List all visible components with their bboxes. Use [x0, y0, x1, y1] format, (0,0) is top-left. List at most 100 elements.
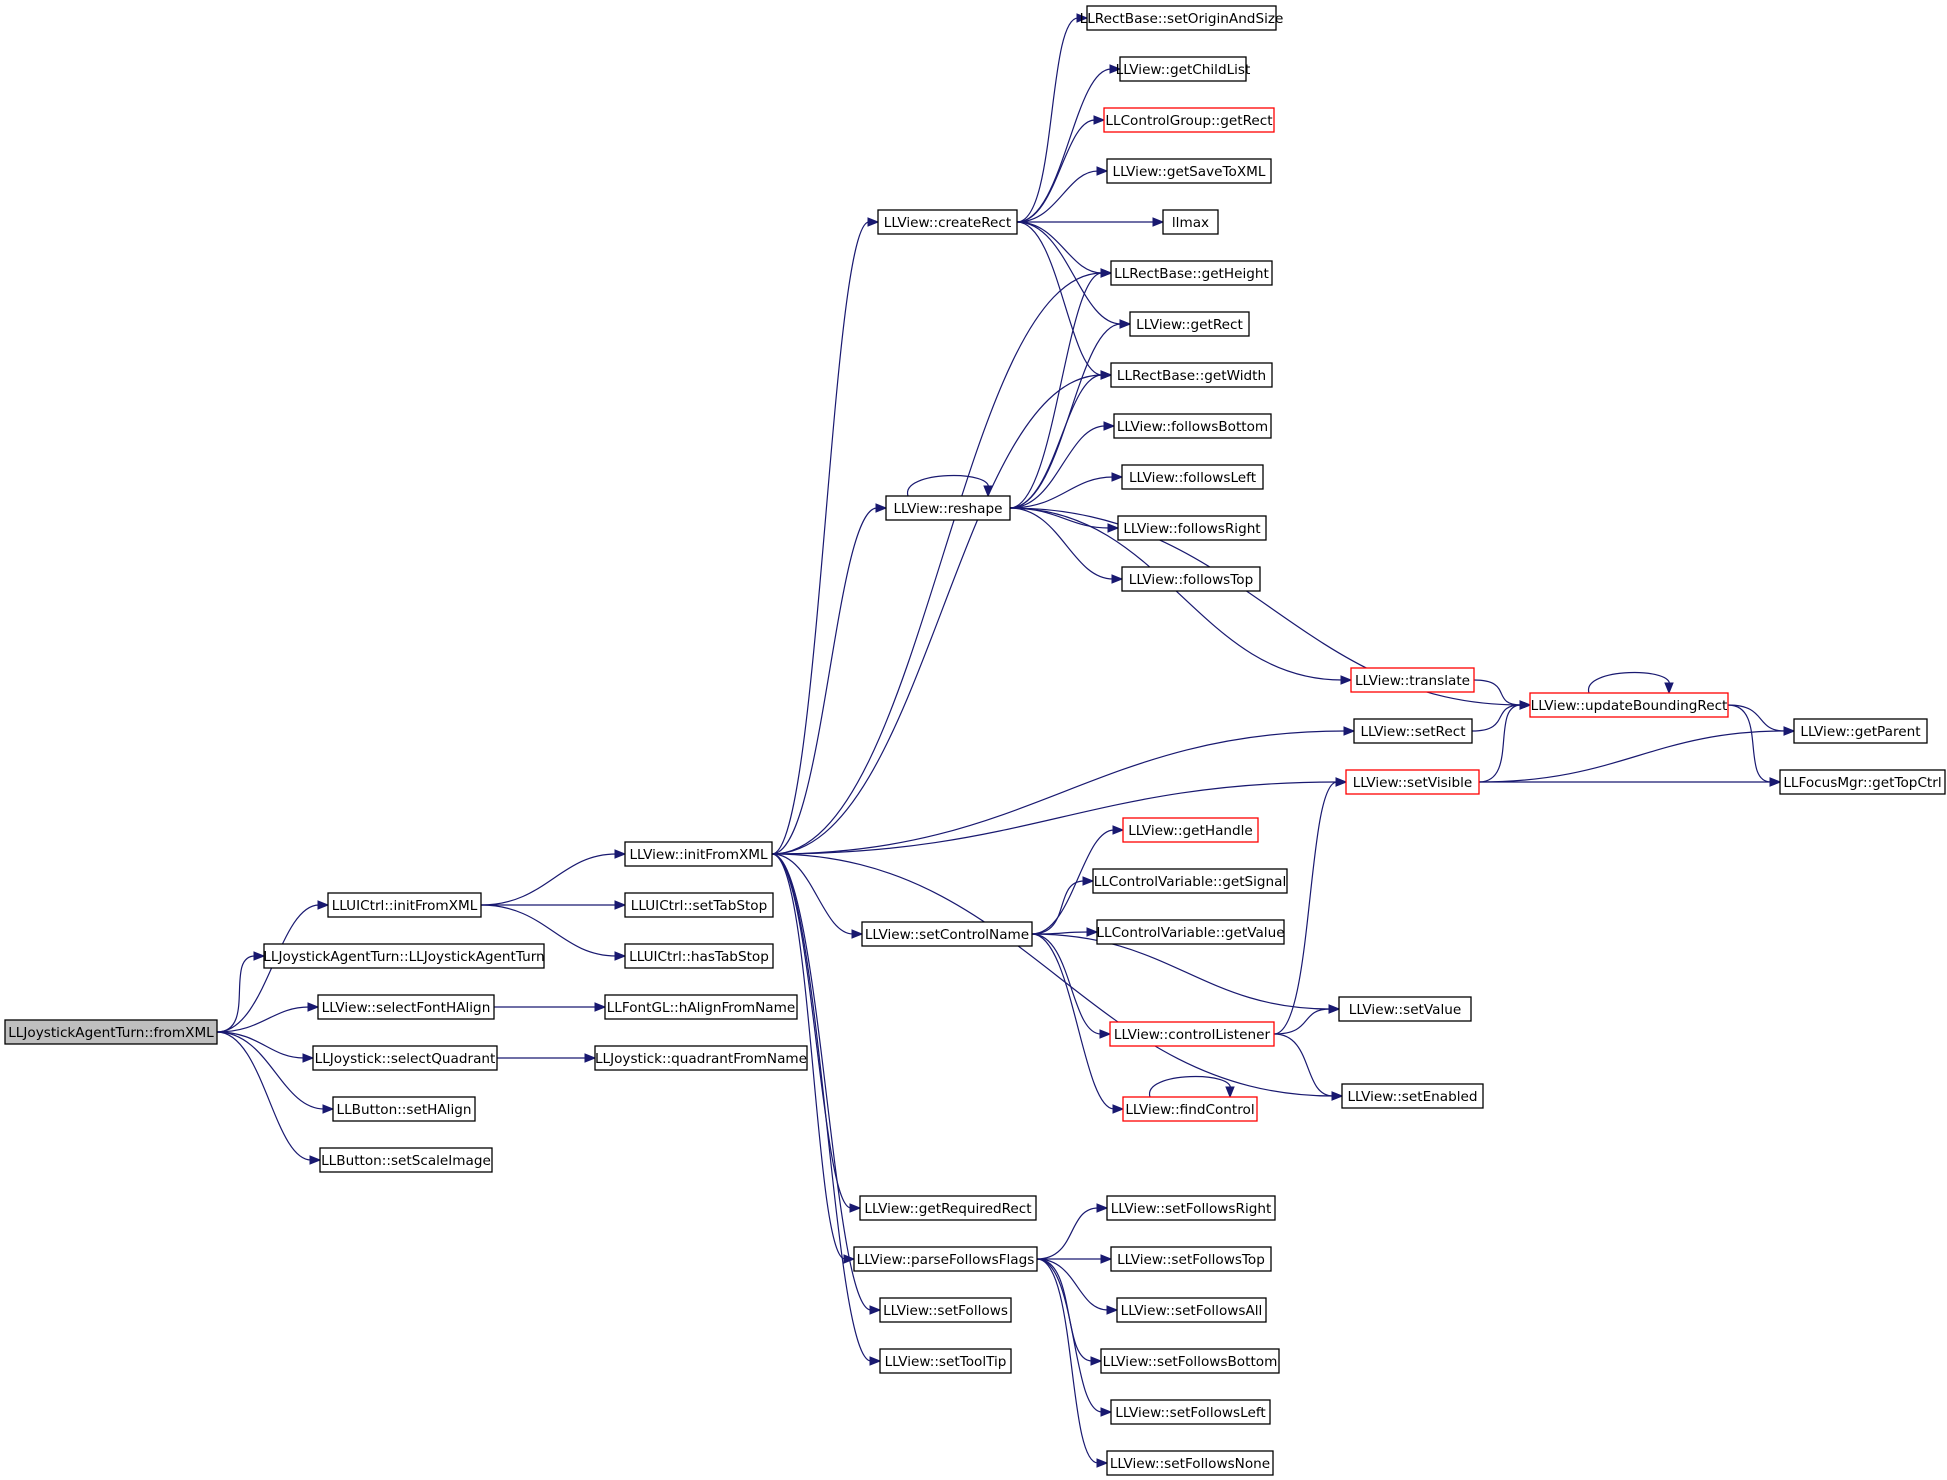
node-setFollowsTop[interactable]: LLView::setFollowsTop [1110, 1246, 1272, 1272]
node-setFollowsRight[interactable]: LLView::setFollowsRight [1106, 1195, 1276, 1221]
edge-line [1016, 221, 1103, 376]
node-label: LLView::followsRight [1123, 521, 1260, 537]
edge-viewInit-to-setVisible [771, 777, 1348, 855]
node-label: llmax [1172, 215, 1209, 231]
node-selFont[interactable]: LLView::selectFontHAlign [317, 994, 495, 1020]
node-setRect[interactable]: LLView::setRect [1353, 718, 1473, 744]
node-getHeight[interactable]: LLRectBase::getHeight [1110, 260, 1273, 286]
node-hasTabStop[interactable]: LLUICtrl::hasTabStop [624, 943, 774, 969]
node-label: LLView::initFromXML [629, 847, 768, 863]
node-ctor[interactable]: LLJoystickAgentTurn::LLJoystickAgentTurn [263, 943, 545, 969]
node-llmax[interactable]: llmax [1162, 209, 1219, 235]
node-label: LLView::setFollowsTop [1117, 1252, 1265, 1268]
edge-line [771, 781, 1338, 855]
node-getHandle[interactable]: LLView::getHandle [1122, 817, 1259, 843]
node-getRect[interactable]: LLView::getRect [1129, 311, 1250, 337]
edge-arrowhead [851, 929, 864, 939]
node-getParent[interactable]: LLView::getParent [1793, 718, 1928, 744]
edge-line [1009, 425, 1106, 509]
edge-viewInit-to-getHeight [771, 268, 1113, 855]
node-setFollows[interactable]: LLView::setFollows [879, 1297, 1012, 1323]
node-reshape[interactable]: LLView::reshape [885, 495, 1011, 521]
node-updateBR[interactable]: LLView::updateBoundingRect [1529, 692, 1729, 718]
node-findControl[interactable]: LLView::findControl [1122, 1096, 1258, 1122]
node-setTabStop[interactable]: LLUICtrl::setTabStop [624, 892, 774, 918]
node-box [317, 994, 495, 1020]
node-getWidth[interactable]: LLRectBase::getWidth [1110, 362, 1273, 388]
node-box [1122, 817, 1259, 843]
node-setScale[interactable]: LLButton::setScaleImage [319, 1147, 493, 1173]
node-ctrlListener[interactable]: LLView::controlListener [1109, 1021, 1275, 1047]
node-label: LLView::followsTop [1129, 572, 1253, 588]
node-setEnabled[interactable]: LLView::setEnabled [1341, 1083, 1484, 1109]
node-getTopCtrl[interactable]: LLFocusMgr::getTopCtrl [1779, 769, 1946, 795]
node-setOrigin[interactable]: LLRectBase::setOriginAndSize [1080, 5, 1284, 31]
node-setValue[interactable]: LLView::setValue [1338, 996, 1472, 1022]
edge-arrowhead [1109, 64, 1122, 74]
edge-line [771, 853, 852, 1209]
edge-arrowhead [1100, 1407, 1113, 1417]
node-setToolTip[interactable]: LLView::setToolTip [879, 1348, 1012, 1374]
node-getSaveToXML[interactable]: LLView::getSaveToXML [1106, 158, 1272, 184]
node-box [1100, 1348, 1280, 1374]
edge-line [1031, 933, 1331, 1010]
edge-line [480, 853, 617, 906]
node-selQuad[interactable]: LLJoystick::selectQuadrant [312, 1045, 498, 1071]
node-fromXML[interactable]: LLJoystickAgentTurn::fromXML [4, 1019, 218, 1045]
node-box [1103, 107, 1275, 133]
edge-arrowhead [1783, 726, 1796, 736]
node-setFollowsAll[interactable]: LLView::setFollowsAll [1116, 1297, 1267, 1323]
node-box [604, 994, 798, 1020]
node-parseFollows[interactable]: LLView::parseFollowsFlags [853, 1246, 1038, 1272]
node-translate[interactable]: LLView::translate [1350, 667, 1475, 693]
node-setVisible[interactable]: LLView::setVisible [1345, 769, 1480, 795]
node-setFollowsLeft[interactable]: LLView::setFollowsLeft [1110, 1399, 1271, 1425]
edge-line [1273, 1008, 1331, 1035]
edge-arrowhead [1096, 166, 1109, 176]
edge-parseFollows-to-setFollowsNone [1036, 1258, 1109, 1468]
node-box [1110, 260, 1273, 286]
node-box [1106, 1450, 1274, 1476]
node-box [861, 921, 1033, 947]
edge-fromXML-to-selFont [216, 1002, 320, 1033]
edge-arrowhead [1112, 1104, 1125, 1114]
node-getReqRect[interactable]: LLView::getRequiredRect [859, 1195, 1037, 1221]
node-followsLeft[interactable]: LLView::followsLeft [1121, 464, 1264, 490]
node-box [879, 1297, 1012, 1323]
node-label: LLView::setRect [1360, 724, 1465, 740]
node-followsRight[interactable]: LLView::followsRight [1117, 515, 1267, 541]
node-getValue[interactable]: LLControlVariable::getValue [1096, 919, 1285, 945]
node-viewInit[interactable]: LLView::initFromXML [624, 841, 773, 867]
node-label: LLJoystick::selectQuadrant [315, 1051, 496, 1067]
node-label: LLView::setControlName [865, 927, 1029, 943]
node-setCtrlName[interactable]: LLView::setControlName [861, 921, 1033, 947]
edge-line [1727, 704, 1786, 732]
node-cgGetRect[interactable]: LLControlGroup::getRect [1103, 107, 1275, 133]
node-label: LLRectBase::getHeight [1114, 266, 1269, 282]
node-uiInit[interactable]: LLUICtrl::initFromXML [327, 892, 482, 918]
node-followsTop[interactable]: LLView::followsTop [1121, 566, 1261, 592]
edge-line [1009, 507, 1522, 706]
node-getChildList[interactable]: LLView::getChildList [1116, 56, 1251, 82]
edge-arrowhead [1769, 777, 1782, 787]
node-setHAlign[interactable]: LLButton::setHAlign [332, 1096, 476, 1122]
edge-line [771, 853, 872, 1362]
node-box [4, 1019, 218, 1045]
node-label: LLView::getRequiredRect [864, 1201, 1031, 1217]
node-setFollowsNone[interactable]: LLView::setFollowsNone [1106, 1450, 1274, 1476]
edge-viewInit-to-reshape [771, 503, 888, 855]
node-hAlignName[interactable]: LLFontGL::hAlignFromName [604, 994, 798, 1020]
edge-setCtrlName-to-ctrlListener [1031, 933, 1112, 1039]
node-quadName[interactable]: LLJoystick::quadrantFromName [594, 1045, 808, 1071]
node-createRect[interactable]: LLView::createRect [877, 209, 1018, 235]
edge-createRect-to-getHeight [1016, 221, 1113, 278]
edge-uiInit-to-setTabStop [481, 900, 627, 910]
node-label: LLJoystickAgentTurn::fromXML [8, 1025, 214, 1041]
node-getSignal[interactable]: LLControlVariable::getSignal [1092, 868, 1288, 894]
edge-line [1478, 730, 1786, 783]
node-label: LLView::getHandle [1128, 823, 1253, 839]
node-followsBottom[interactable]: LLView::followsBottom [1113, 413, 1272, 439]
edge-createRect-to-getWidth [1016, 221, 1113, 380]
node-setFollowsBottom[interactable]: LLView::setFollowsBottom [1100, 1348, 1280, 1374]
